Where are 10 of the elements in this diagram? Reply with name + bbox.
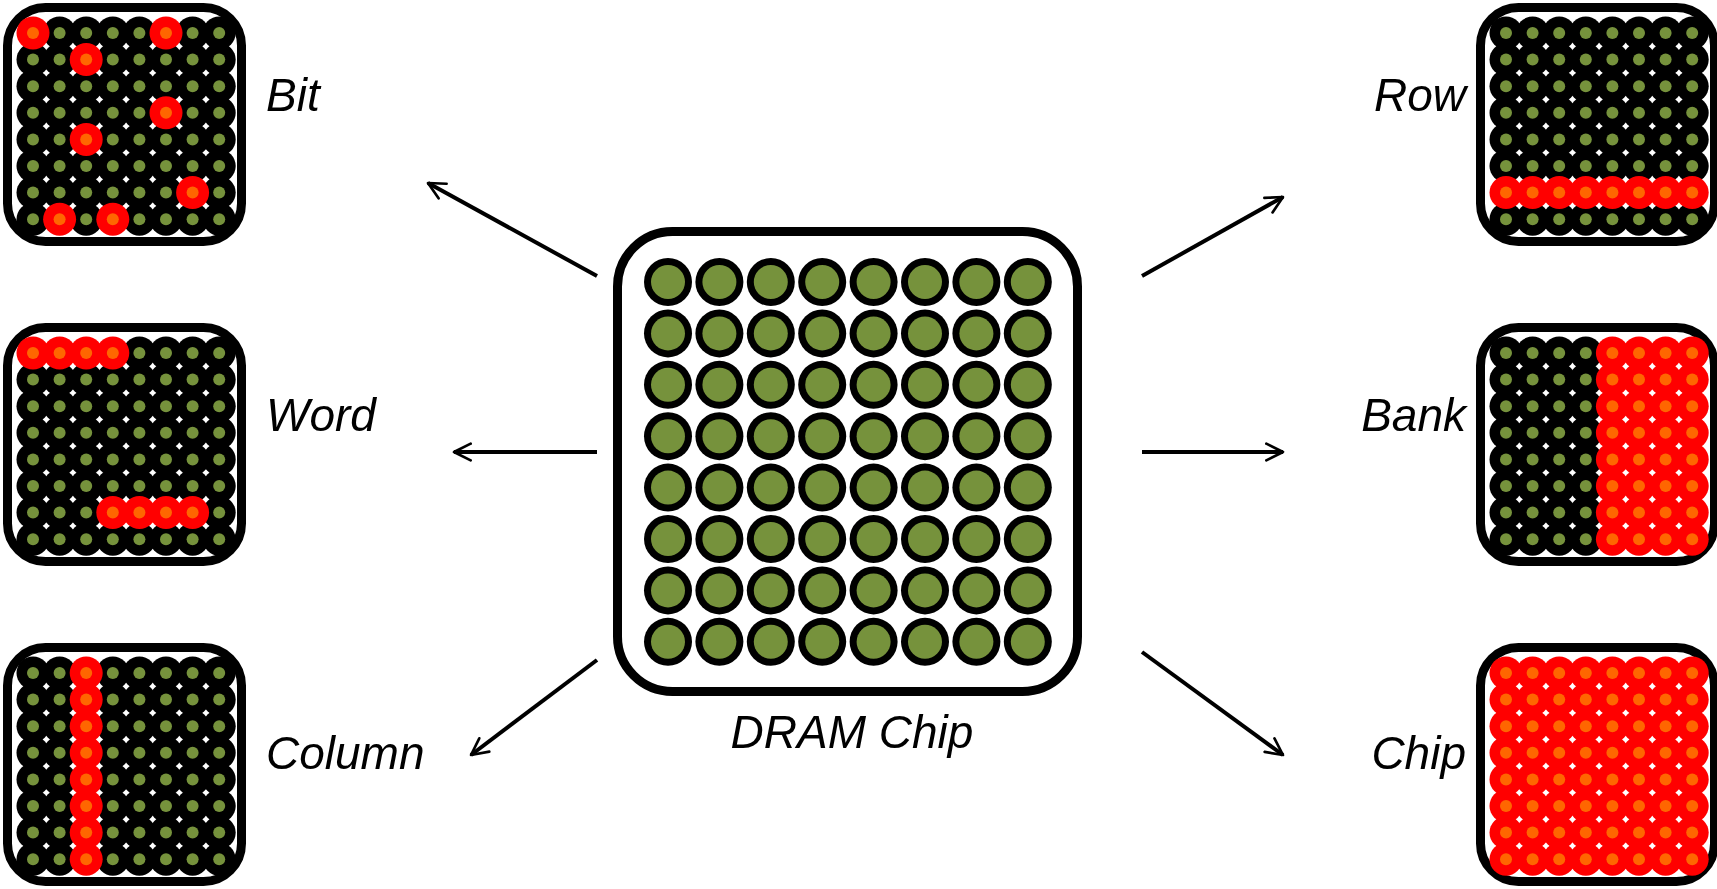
arrow [1141,195,1285,278]
panel-label: Bit [266,72,320,118]
arrow [1142,442,1285,462]
arrow [1140,650,1285,757]
arrow [469,658,599,757]
panel-label: Word [266,392,376,438]
arrow [452,442,597,462]
arrow [426,181,598,278]
panel-label: Column [266,730,425,776]
panel-label: Bank [1361,392,1466,438]
